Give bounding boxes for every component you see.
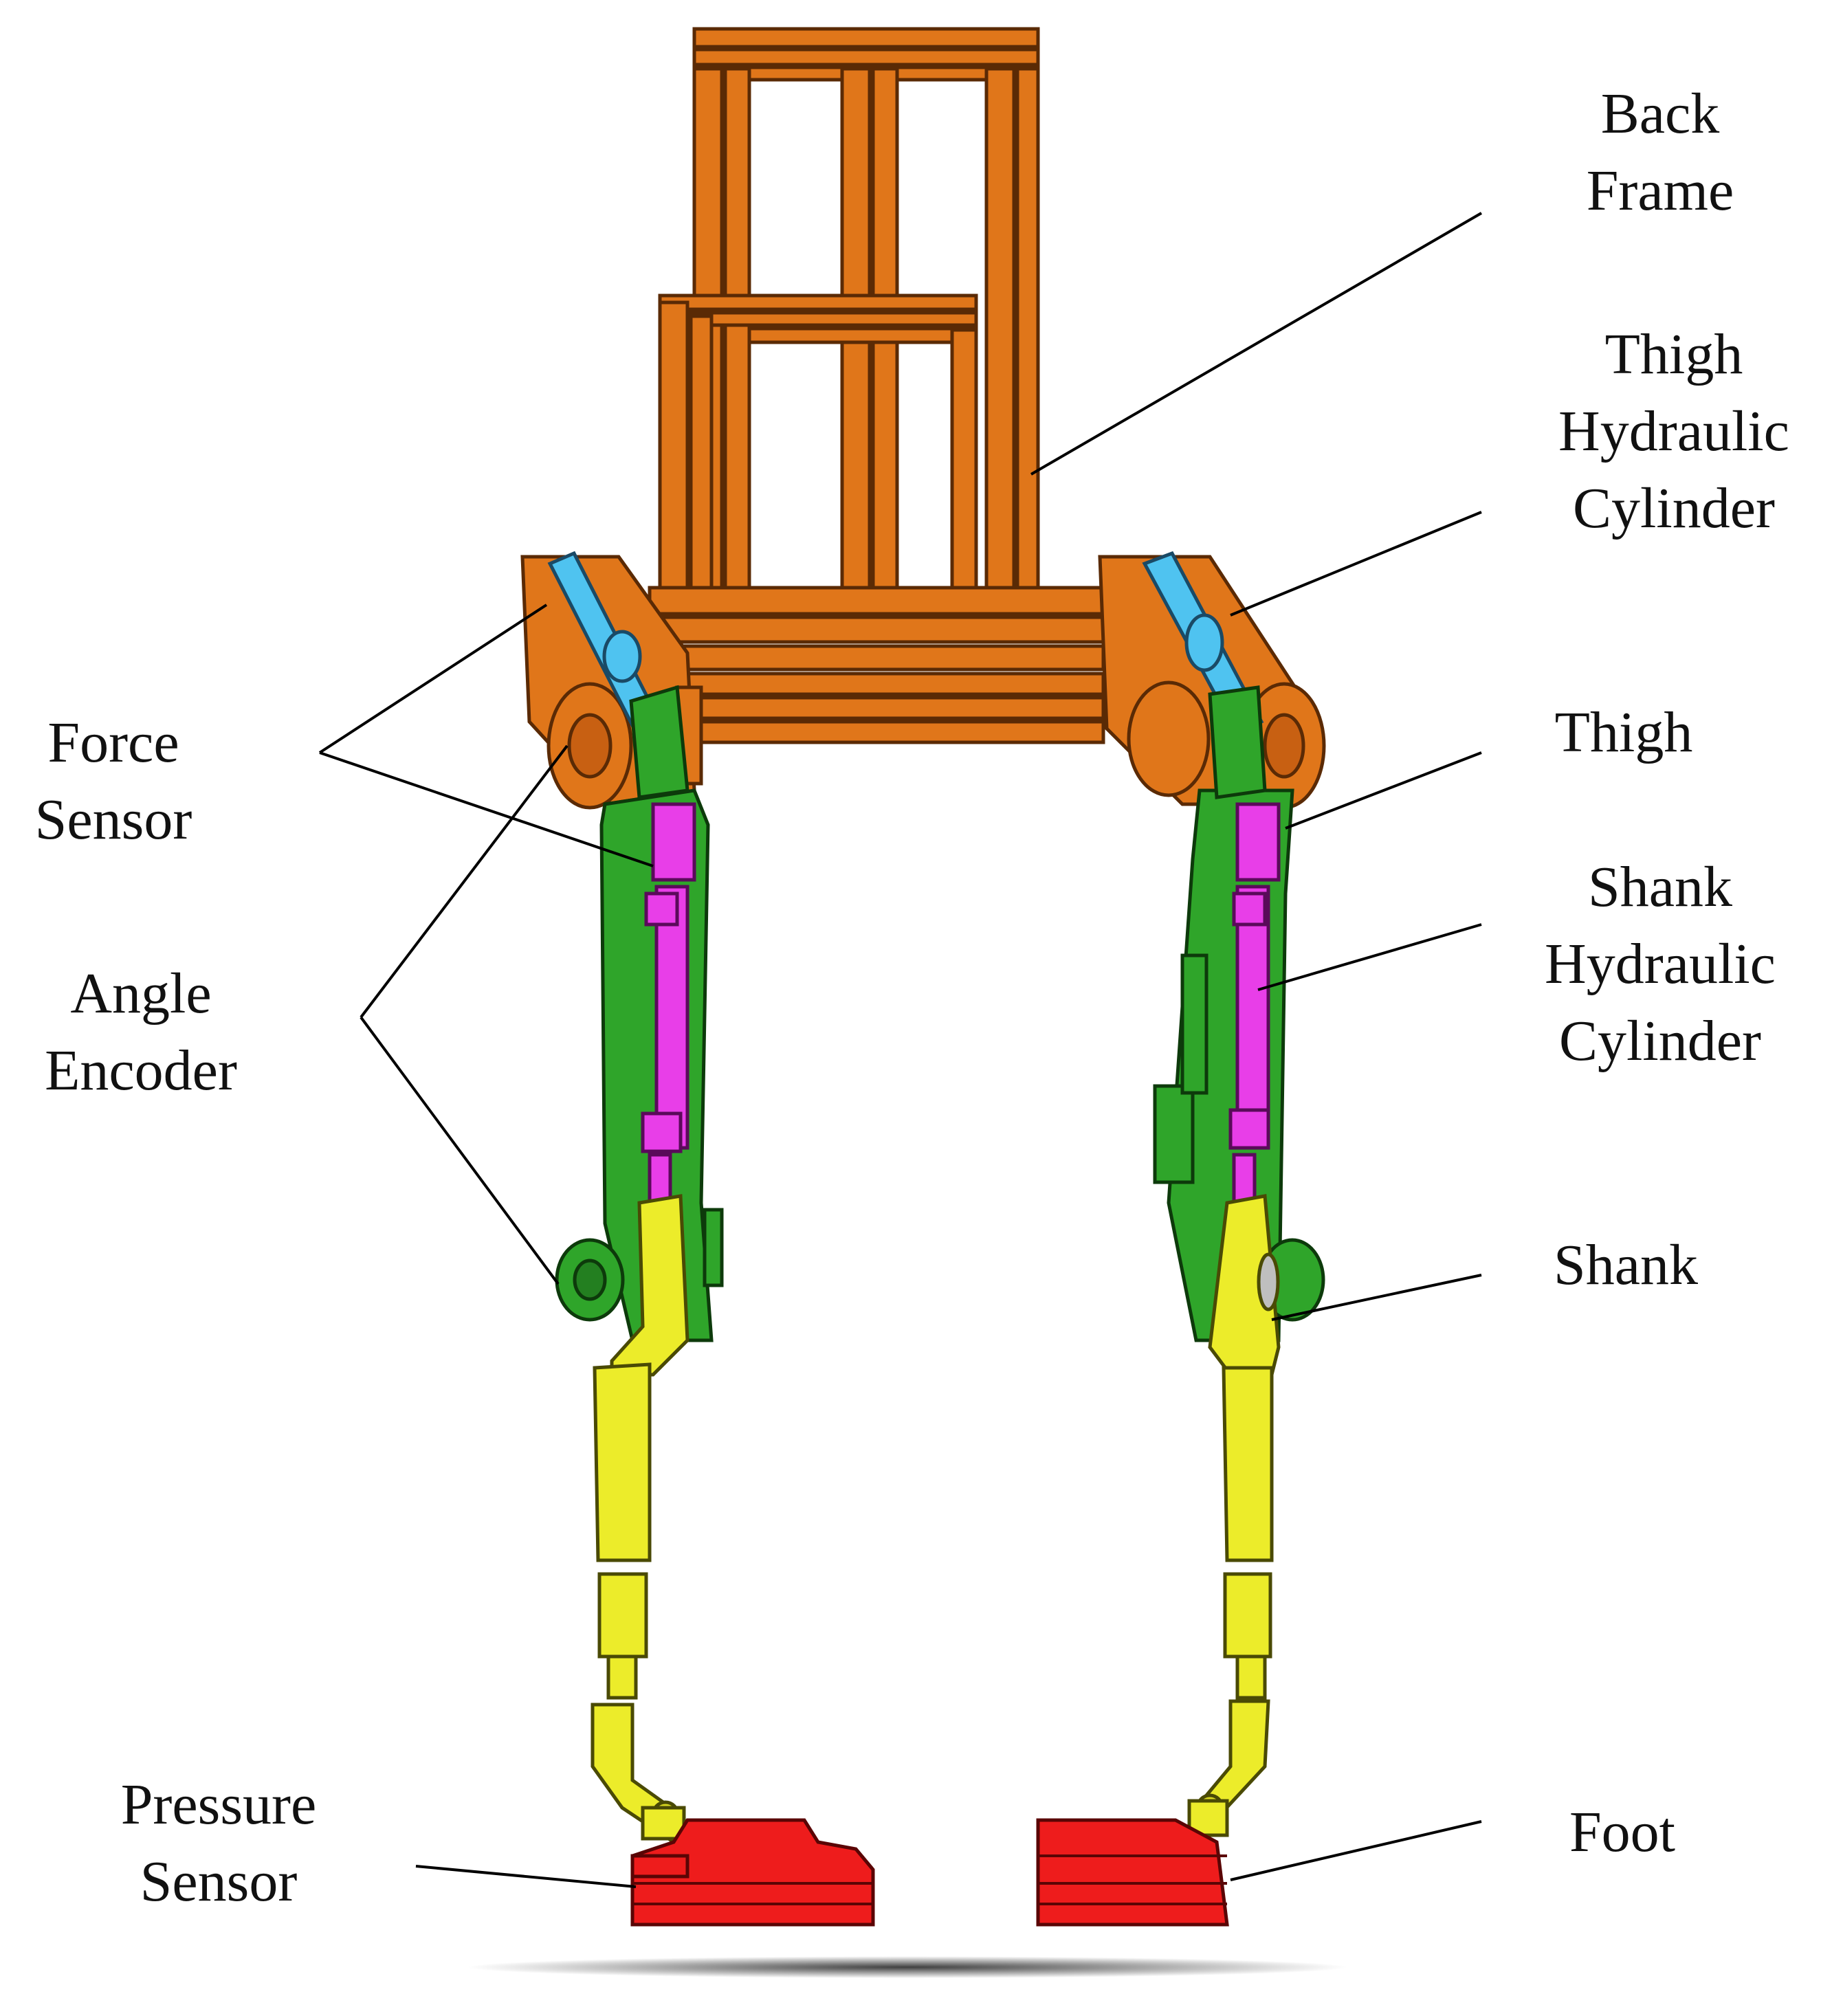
label-foot: Foot (1569, 1800, 1676, 1864)
back-frame (648, 27, 1105, 744)
leader-shank-hydraulic-cylinder (1257, 923, 1482, 991)
leader-angle-encoder-b (360, 1016, 560, 1285)
leader-lines (318, 212, 1483, 1888)
label-angle-encoder: Angle Encoder (45, 962, 237, 1103)
left-foot (630, 1818, 875, 1927)
label-force-sensor: Force Sensor (34, 711, 192, 852)
leader-shank (1271, 1274, 1482, 1321)
leader-angle-encoder-a (360, 744, 569, 1019)
leader-force-sensor-a (318, 603, 548, 754)
leader-thigh-hydraulic-cylinder (1230, 511, 1482, 617)
label-back-frame: Back Frame (1586, 82, 1734, 223)
leader-back-frame (1030, 212, 1483, 476)
leader-force-sensor-b (319, 751, 654, 867)
left-leg (520, 551, 875, 1927)
right-leg (1036, 551, 1326, 1927)
label-pressure-sensor: Pressure Sensor (120, 1773, 317, 1914)
leader-pressure-sensor (415, 1865, 637, 1888)
label-thigh-hydraulic-cylinder: Thigh Hydraulic Cylinder (1558, 322, 1789, 540)
left-shank (591, 1194, 689, 1846)
leader-thigh (1285, 751, 1482, 830)
leader-foot (1230, 1820, 1482, 1881)
right-foot (1036, 1818, 1229, 1927)
ground-shadow (467, 1956, 1347, 1978)
label-thigh: Thigh (1554, 700, 1693, 764)
label-shank-hydraulic-cylinder: Shank Hydraulic Cylinder (1545, 855, 1776, 1073)
right-shank (1187, 1194, 1281, 1837)
label-shank: Shank (1554, 1233, 1698, 1297)
